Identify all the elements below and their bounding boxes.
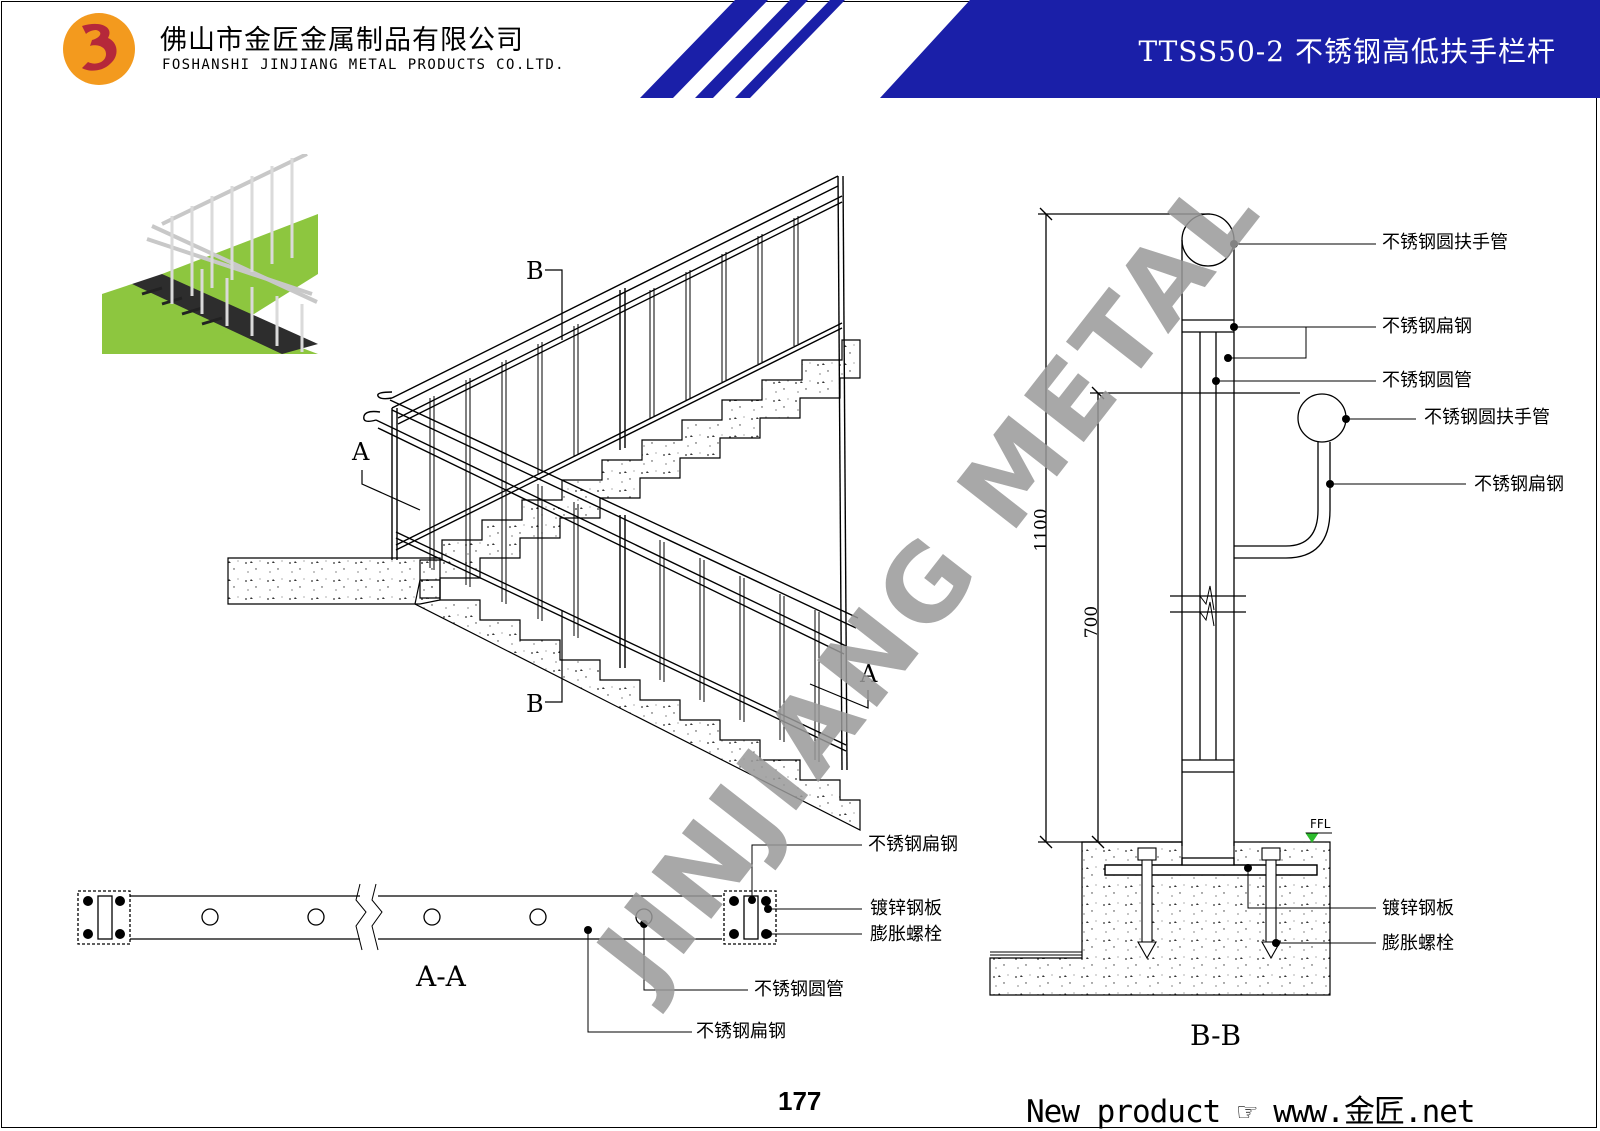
section-aa bbox=[77, 883, 777, 951]
section-marker-a-upper: A bbox=[352, 438, 370, 466]
bb-leader-dots bbox=[1212, 240, 1350, 947]
bb-label-lower-handrail: 不锈钢圆扶手管 bbox=[1424, 407, 1550, 428]
upper-stair-flight bbox=[419, 339, 861, 599]
bb-bolts bbox=[1137, 847, 1281, 960]
aa-label-galvanized-plate: 镀锌钢板 bbox=[870, 898, 942, 919]
aa-label-round-tube: 不锈钢圆管 bbox=[754, 979, 844, 1000]
lower-railing bbox=[363, 399, 859, 752]
bb-label-round-tube: 不锈钢圆管 bbox=[1382, 370, 1472, 391]
aa-label-flat-bar-bottom: 不锈钢扁钢 bbox=[696, 1021, 786, 1042]
ffl-label: FFL bbox=[1310, 817, 1331, 831]
lower-stair-flight bbox=[414, 579, 861, 831]
railing-photo bbox=[102, 154, 318, 354]
footer-website: New product ☞ www.金匠.net bbox=[1026, 1094, 1476, 1130]
bb-label-lower-flat-bar: 不锈钢扁钢 bbox=[1474, 474, 1564, 495]
section-marker-b-lower: B bbox=[526, 690, 544, 718]
drawing-title: TTSS50-2 不锈钢高低扶手栏杆 bbox=[1138, 35, 1556, 68]
section-bb bbox=[1038, 207, 1347, 876]
dimension-700: 700 bbox=[1082, 605, 1103, 639]
title-banner bbox=[640, 0, 1600, 98]
bb-label-upper-handrail: 不锈钢圆扶手管 bbox=[1382, 232, 1508, 253]
bb-leaders bbox=[1216, 243, 1466, 944]
section-aa-title: A-A bbox=[416, 960, 466, 993]
bb-label-flat-bar: 不锈钢扁钢 bbox=[1382, 316, 1472, 337]
page-number: 177 bbox=[778, 1086, 822, 1116]
aa-bolts bbox=[83, 896, 771, 939]
company-name-en: FOSHANSHI JINJIANG METAL PRODUCTS CO.LTD… bbox=[162, 57, 565, 73]
aa-leader-dots bbox=[584, 896, 772, 938]
aa-leaders bbox=[587, 844, 862, 1033]
foundation bbox=[989, 841, 1331, 996]
section-cut-lines bbox=[361, 269, 869, 709]
bb-label-galvanized-plate: 镀锌钢板 bbox=[1382, 898, 1454, 919]
section-marker-b-upper: B bbox=[526, 257, 544, 285]
aa-label-expansion-bolt: 膨胀螺栓 bbox=[870, 924, 942, 945]
stair-landing bbox=[227, 557, 441, 605]
section-marker-a-lower: A bbox=[860, 660, 878, 688]
lower-balusters bbox=[429, 430, 820, 762]
company-logo bbox=[63, 13, 135, 85]
aa-label-flat-bar-top: 不锈钢扁钢 bbox=[868, 834, 958, 855]
bb-label-expansion-bolt: 膨胀螺栓 bbox=[1382, 933, 1454, 954]
company-name-cn: 佛山市金匠金属制品有限公司 bbox=[160, 25, 524, 56]
floor-tile bbox=[990, 832, 1332, 956]
section-bb-title: B-B bbox=[1190, 1019, 1242, 1052]
upper-balusters bbox=[429, 216, 799, 528]
